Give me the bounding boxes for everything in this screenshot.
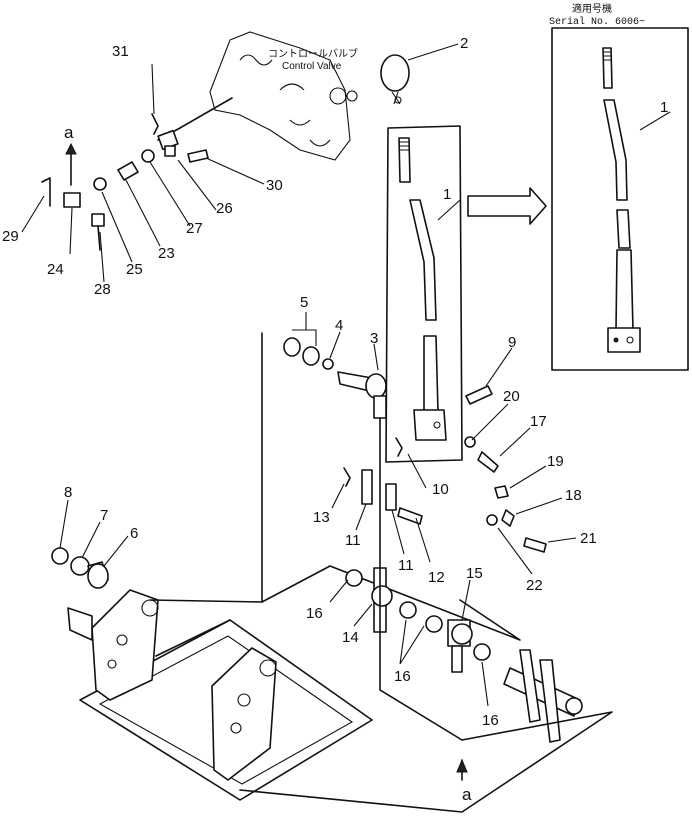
inset-frame bbox=[551, 27, 689, 371]
control-valve-label-en: Control Valve bbox=[282, 61, 342, 72]
section-a-lower: a bbox=[456, 758, 472, 804]
callout-16-left: 16 bbox=[306, 605, 323, 622]
callout-16-right: 16 bbox=[482, 712, 499, 729]
callout-15: 15 bbox=[466, 565, 483, 582]
lever-hardware bbox=[395, 385, 547, 553]
callout-14: 14 bbox=[342, 629, 359, 646]
inset-applicable-label: 適用号機 bbox=[572, 2, 612, 16]
callout-2: 2 bbox=[460, 35, 468, 52]
left-hardware bbox=[51, 547, 109, 589]
leader-lines bbox=[21, 43, 671, 707]
callout-12: 12 bbox=[428, 569, 445, 586]
callout-10: 10 bbox=[432, 481, 449, 498]
base-frame bbox=[67, 589, 373, 801]
callout-7: 7 bbox=[100, 507, 108, 524]
inset-lever bbox=[602, 47, 641, 353]
valve-linkage-parts bbox=[41, 97, 233, 251]
callout-22: 22 bbox=[526, 577, 543, 594]
section-mark-lower: a bbox=[462, 785, 472, 804]
lever-knob bbox=[380, 54, 410, 105]
section-a-upper: a bbox=[64, 123, 77, 186]
callout-23: 23 bbox=[158, 245, 175, 262]
callout-17: 17 bbox=[530, 413, 547, 430]
callout-24: 24 bbox=[47, 261, 64, 278]
callout-21: 21 bbox=[580, 530, 597, 547]
callout-1: 1 bbox=[443, 186, 451, 203]
callout-28: 28 bbox=[94, 281, 111, 298]
callout-20: 20 bbox=[503, 388, 520, 405]
lever-assembly bbox=[385, 125, 463, 463]
callout-31: 31 bbox=[112, 43, 129, 60]
callout-8: 8 bbox=[64, 484, 72, 501]
callout-1-inset: 1 bbox=[660, 99, 668, 116]
callout-16-mid: 16 bbox=[394, 668, 411, 685]
callout-25: 25 bbox=[126, 261, 143, 278]
inset-serial-label: Serial No. 6006~ bbox=[549, 16, 645, 28]
control-valve-label-jp: コントロールバルブ bbox=[268, 47, 358, 60]
serial-inset: 適用号機 Serial No. 6006~ bbox=[549, 2, 689, 371]
callout-27: 27 bbox=[186, 220, 203, 237]
shaft-group bbox=[261, 332, 521, 641]
callout-18: 18 bbox=[565, 487, 582, 504]
callout-4: 4 bbox=[335, 317, 343, 334]
callout-30: 30 bbox=[266, 177, 283, 194]
callout-11-right: 11 bbox=[398, 557, 414, 574]
callout-19: 19 bbox=[547, 453, 564, 470]
callout-11-left: 11 bbox=[345, 532, 361, 549]
callout-13: 13 bbox=[313, 509, 330, 526]
lever-frame bbox=[385, 125, 463, 463]
bracket-group bbox=[343, 417, 491, 741]
callout-9: 9 bbox=[508, 334, 516, 351]
control-valve: コントロールバルブ Control Valve bbox=[209, 31, 358, 161]
callout-3: 3 bbox=[370, 330, 378, 347]
inset-pointer-arrow bbox=[467, 187, 547, 225]
callout-5: 5 bbox=[300, 294, 308, 311]
callout-26: 26 bbox=[216, 200, 233, 217]
section-mark-upper: a bbox=[64, 123, 74, 142]
callout-labels: 1 1 2 3 4 5 6 7 8 9 10 11 11 12 13 14 15… bbox=[2, 35, 668, 729]
callout-29: 29 bbox=[2, 228, 19, 245]
lower-right-linkage bbox=[239, 649, 613, 813]
callout-6: 6 bbox=[130, 525, 138, 542]
